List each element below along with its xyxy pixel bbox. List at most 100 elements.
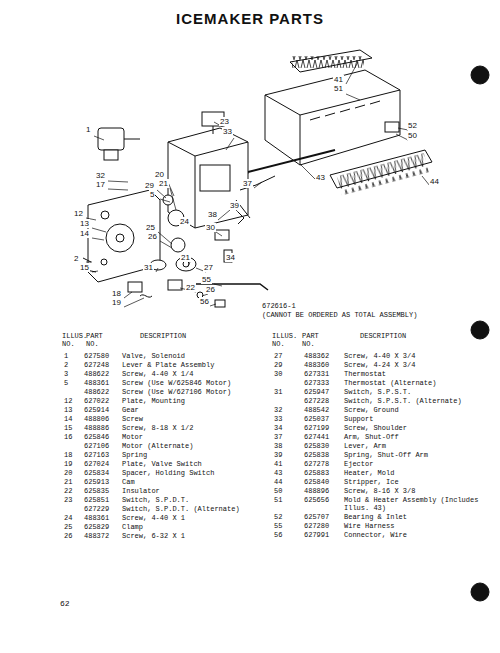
callout-number: 12 [73,209,84,218]
callout-number: 15 [79,263,90,272]
illus-number: 15 [64,424,72,432]
illus-number: 14 [64,415,72,423]
part-description: Screw, 8-18 X 1/2 [122,424,267,432]
illus-number: 43 [274,469,282,477]
part-number: 625851 [84,496,109,504]
illus-number: 19 [64,460,72,468]
part-description: Bearing & Inlet [344,513,484,521]
callout-number: 44 [429,177,440,186]
callout-number: 5 [149,190,155,199]
part-number: 625947 [304,388,329,396]
part-description: Mold & Heater Assembly (Includes Illus. … [344,496,484,512]
part-description: Switch, S.P.D.T. (Alternate) [122,505,267,513]
callout-number: 18 [111,289,122,298]
page-title: ICEMAKER PARTS [0,10,500,27]
callout-number: 1 [85,125,91,134]
callout-number: 21 [180,253,191,262]
illus-number: 34 [274,424,282,432]
part-number: 488542 [304,406,329,414]
part-number: 488896 [304,487,329,495]
callout-number: 39 [229,201,240,210]
illus-number: 44 [274,478,282,486]
part-number: 625830 [304,442,329,450]
callout-number: 38 [207,210,218,219]
part-description: Screw, 4-24 X 3/4 [344,361,484,369]
part-description: Support [344,415,484,423]
part-description: Cam [122,478,267,486]
part-number: 625835 [84,487,109,495]
table-header: DESCRIPTION [140,332,210,340]
part-number: 627441 [304,433,329,441]
callout-number: 41 [333,75,344,84]
illus-number: 25 [64,523,72,531]
callout-number: 30 [205,223,216,232]
illus-number: 56 [274,531,282,539]
illus-number: 32 [274,406,282,414]
callout-number: 34 [225,253,236,262]
part-description: Switch, S.P.S.T. (Alternate) [344,397,484,405]
illus-number: 13 [64,406,72,414]
illus-number: 26 [64,532,72,540]
part-number: 488886 [84,424,109,432]
table-header: ILLUS. NO. [272,332,296,348]
callout-number: 32 [95,171,106,180]
illus-number: 22 [64,487,72,495]
illus-number: 21 [64,478,72,486]
illus-number: 5 [64,379,68,387]
callout-number: 43 [315,173,326,182]
part-description: Spring [122,451,267,459]
part-number: 627280 [304,522,329,530]
part-number: 625913 [84,478,109,486]
part-description: Stripper, Ice [344,478,484,486]
page-number: 62 [60,600,70,608]
illus-number: 1 [64,352,68,360]
note: (CANNOT BE ORDERED AS TOTAL ASSEMBLY) [262,311,417,319]
callout-number: 17 [95,180,106,189]
callout-number: 20 [154,170,165,179]
part-description: Ejector [344,460,484,468]
part-number: 627024 [84,460,109,468]
table-header: PART NO. [86,332,114,348]
part-number: 627580 [84,352,109,360]
illus-number: 27 [274,352,282,360]
table-header: DESCRIPTION [360,332,430,340]
illus-number: 55 [274,522,282,530]
callout-number: 23 [219,117,230,126]
part-description: Spring, Shut-Off Arm [344,451,484,459]
illus-number: 30 [274,370,282,378]
part-description: Lever & Plate Assembly [122,361,267,369]
illus-number: 16 [64,433,72,441]
part-description: Switch, S.P.S.T. [344,388,484,396]
callout-number: 25 [145,223,156,232]
part-number: 625914 [84,406,109,414]
part-description: Heater, Mold [344,469,484,477]
part-description: Motor (Alternate) [122,442,267,450]
illus-number: 33 [274,415,282,423]
part-number: 625838 [304,451,329,459]
illus-number: 37 [274,433,282,441]
callout-number: 14 [79,229,90,238]
part-description: Screw, 8-16 X 3/8 [344,487,484,495]
part-description: Motor [122,433,267,441]
callout-number: 24 [179,217,190,226]
illus-number: 2 [64,361,68,369]
part-number: 627248 [84,361,109,369]
part-number: 627163 [84,451,109,459]
part-number: 488622 [84,388,109,396]
illus-number: 51 [274,496,282,504]
callout-number: 13 [79,219,90,228]
part-description: Plate, Mounting [122,397,267,405]
part-description: Insulator [122,487,267,495]
table-header: ILLUS. NO. [62,332,84,348]
part-description: Screw, 4-40 X 1 [122,514,267,522]
illus-number: 29 [274,361,282,369]
part-number: 627991 [304,531,329,539]
part-number: 488361 [84,379,109,387]
callout-number: 22 [185,283,196,292]
callout-number: 55 [201,275,212,284]
part-number: 627333 [304,379,329,387]
part-number: 625846 [84,433,109,441]
callout-number: 52 [407,121,418,130]
callout-number: 19 [111,298,122,307]
